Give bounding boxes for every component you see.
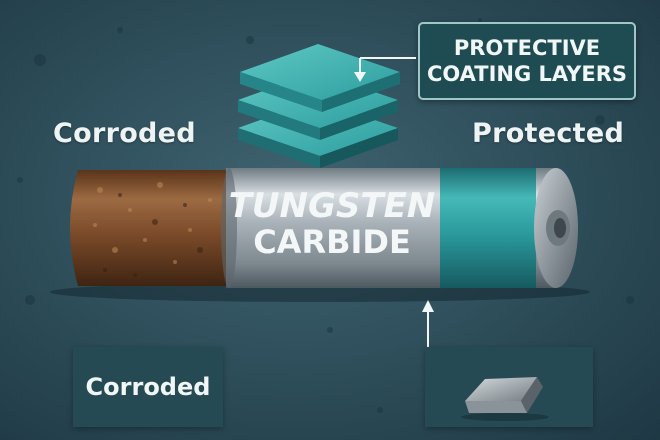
tungsten-carbide-section xyxy=(226,168,442,288)
protected-section xyxy=(440,168,540,288)
corroded-info-box: Corroded xyxy=(73,347,223,427)
protected-label: Protected xyxy=(472,118,625,149)
corroded-section xyxy=(70,170,228,286)
down-arrow-icon xyxy=(354,57,416,82)
rod-end-cap xyxy=(534,168,578,288)
tungsten-block-icon xyxy=(461,377,549,421)
corroded-label: Corroded xyxy=(53,118,196,149)
coating-layers-callout: PROTECTIVE COATING LAYERS xyxy=(418,22,636,100)
rod-label-line-2: CARBIDE xyxy=(253,223,411,261)
callout-line-1: PROTECTIVE xyxy=(453,36,601,60)
callout-line-2: COATING LAYERS xyxy=(426,62,628,86)
coating-layers-stack xyxy=(238,44,400,168)
rod-label-line-1: TUNGSTEN xyxy=(229,186,436,226)
corroded-box-label: Corroded xyxy=(85,373,211,401)
tungsten-sample-box xyxy=(425,347,593,427)
